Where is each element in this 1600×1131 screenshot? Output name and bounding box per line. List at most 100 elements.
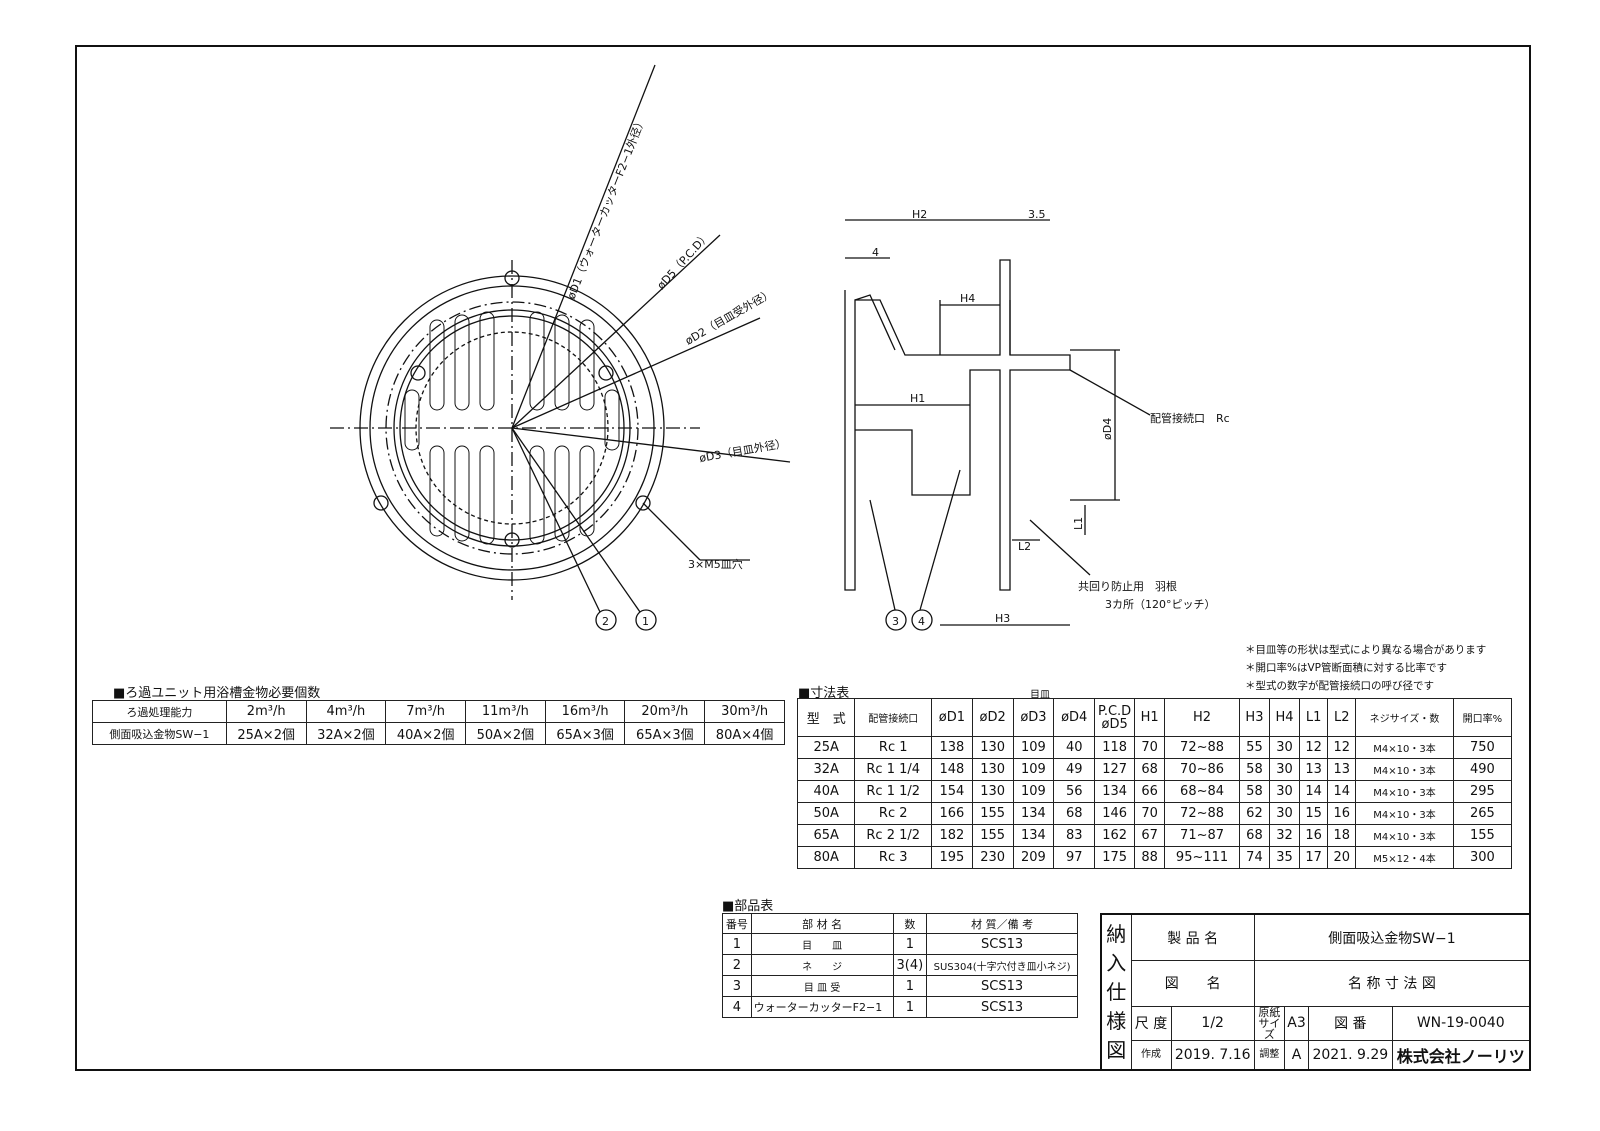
dim-header-cell: øD1 <box>930 698 973 737</box>
dim-cell: Rc 1 1/4 <box>854 758 932 781</box>
parts-cell: 1 <box>892 996 928 1018</box>
label-h1: H1 <box>910 392 925 405</box>
label-h4: H4 <box>960 292 975 305</box>
filter-header-cell: ろ過処理能力 <box>92 700 227 723</box>
dim-cell: 162 <box>1094 824 1136 847</box>
dim-cell: 68 <box>1134 758 1166 781</box>
dim-cell: 148 <box>930 758 973 781</box>
dim-cell: 62 <box>1238 802 1270 825</box>
filter-header-cell: 2m³/h <box>225 700 307 723</box>
dim-header-cell: øD3 <box>1012 698 1055 737</box>
dim-cell: 15 <box>1299 802 1329 825</box>
dim-cell: 155 <box>971 824 1014 847</box>
parts-cell: SUS304(十字穴付き皿小ネジ) <box>926 954 1078 976</box>
dim-cell: 14 <box>1327 780 1357 803</box>
balloon-4: 4 <box>918 615 925 628</box>
dim-header-cell: P.C.D øD5 <box>1094 698 1136 737</box>
dim-cell: 109 <box>1012 780 1055 803</box>
dim-cell: 25A <box>796 736 856 759</box>
dim-cell: 130 <box>971 780 1014 803</box>
label-d4: øD4 <box>1101 418 1114 440</box>
drawing-label: 図 名 <box>1130 960 1255 1007</box>
dim-cell: 74 <box>1238 846 1270 869</box>
filter-header-cell: 11m³/h <box>465 700 546 723</box>
dim-cell: 18 <box>1327 824 1357 847</box>
filter-header-cell: 4m³/h <box>305 700 387 723</box>
dim-cell: 88 <box>1134 846 1166 869</box>
dim-cell: 155 <box>1452 824 1513 847</box>
dim-cell: 68 <box>1238 824 1270 847</box>
filter-cell: 65A×3個 <box>624 722 706 745</box>
balloon-3: 3 <box>892 615 899 628</box>
parts-cell: 目 皿 受 <box>750 975 894 997</box>
dim-header-cell: 配管接続口 <box>854 698 932 737</box>
dim-cell: 230 <box>971 846 1014 869</box>
dim-cell: 750 <box>1452 736 1513 759</box>
dim-table-group-label: 目皿 <box>1030 690 1050 701</box>
paper-value: A3 <box>1283 1005 1310 1041</box>
dim-cell: 146 <box>1094 802 1136 825</box>
dim-cell: 68~84 <box>1164 780 1240 803</box>
dim-cell: 32 <box>1268 824 1301 847</box>
dim-cell: Rc 2 <box>854 802 932 825</box>
dim-cell: 95~111 <box>1164 846 1240 869</box>
title-block: 納入仕様図 製 品 名 側面吸込金物SW−1 図 名 名 称 寸 法 図 尺 度… <box>1100 913 1531 1071</box>
dim-header-cell: H1 <box>1134 698 1166 737</box>
drawing-frame <box>75 45 1531 1071</box>
parts-cell: 3(4) <box>892 954 928 976</box>
dim-table-title: ■寸法表 <box>798 686 850 701</box>
dim-cell: 134 <box>1094 780 1136 803</box>
dim-cell: 300 <box>1452 846 1513 869</box>
parts-cell: 2 <box>722 954 752 976</box>
parts-cell: ウォーターカッターF2−1 <box>750 996 894 1018</box>
dim-cell: 32A <box>796 758 856 781</box>
parts-cell: SCS13 <box>926 975 1078 997</box>
filter-cell: 32A×2個 <box>305 722 387 745</box>
filter-cell: 側面吸込金物SW−1 <box>92 722 227 745</box>
dim-cell: 58 <box>1238 780 1270 803</box>
dim-cell: 118 <box>1094 736 1136 759</box>
dim-cell: 16 <box>1299 824 1329 847</box>
dim-cell: 83 <box>1053 824 1096 847</box>
parts-cell: ネ ジ <box>750 954 894 976</box>
scale-label: 尺 度 <box>1130 1005 1172 1041</box>
parts-header-cell: 部 材 名 <box>750 913 894 934</box>
dim-cell: 70 <box>1134 802 1166 825</box>
parts-cell: 1 <box>722 933 752 955</box>
note-2: ＊開口率%はVP管断面積に対する比率です <box>1245 662 1447 674</box>
note-3: ＊型式の数字が配管接続口の呼び径です <box>1245 680 1434 692</box>
dim-cell: 68 <box>1053 802 1096 825</box>
dim-cell: M5×12・4本 <box>1355 846 1454 869</box>
company-logo: 株式会社ノーリツ <box>1391 1039 1531 1071</box>
dim-header-cell: H2 <box>1164 698 1240 737</box>
dim-cell: 109 <box>1012 758 1055 781</box>
dim-cell: 56 <box>1053 780 1096 803</box>
label-4: 4 <box>872 246 879 259</box>
dim-cell: Rc 3 <box>854 846 932 869</box>
dim-cell: 295 <box>1452 780 1513 803</box>
paper-label: 原紙サイズ <box>1253 1005 1285 1041</box>
rev-date: 2021. 9.29 <box>1308 1039 1393 1071</box>
dim-cell: 12 <box>1299 736 1329 759</box>
dim-cell: 265 <box>1452 802 1513 825</box>
dim-cell: Rc 1 <box>854 736 932 759</box>
parts-cell: SCS13 <box>926 933 1078 955</box>
dim-cell: 40A <box>796 780 856 803</box>
made-label: 作成 <box>1130 1039 1172 1071</box>
dim-cell: M4×10・3本 <box>1355 802 1454 825</box>
dim-cell: 134 <box>1012 802 1055 825</box>
parts-header-cell: 番号 <box>722 913 752 934</box>
filter-header-cell: 16m³/h <box>544 700 626 723</box>
side-view-labels: H2 3.5 4 H4 H1 øD4 L1 L2 H3 配管接続口 Rc 共回り… <box>872 208 1230 628</box>
dim-cell: 30 <box>1268 758 1301 781</box>
parts-header-cell: 数 <box>892 913 928 934</box>
rev-mark: A <box>1283 1039 1310 1071</box>
dim-header-cell: ネジサイズ・数 <box>1355 698 1454 737</box>
